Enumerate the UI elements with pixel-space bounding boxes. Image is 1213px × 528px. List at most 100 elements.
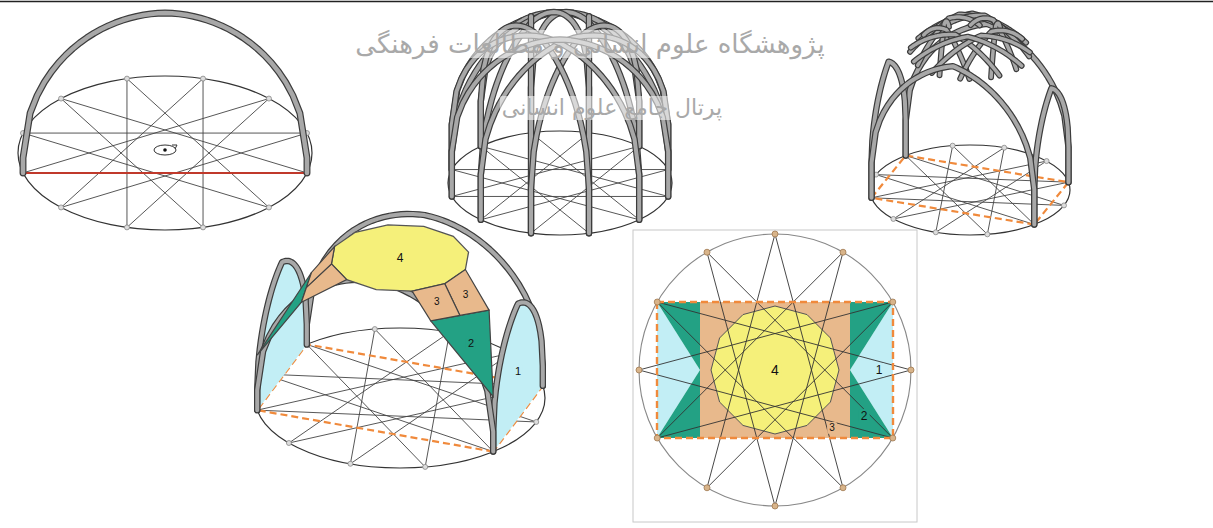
star-line bbox=[775, 252, 843, 506]
rib-outline bbox=[1034, 88, 1068, 224]
base-point bbox=[985, 232, 990, 237]
base-point bbox=[201, 76, 206, 81]
base-point bbox=[772, 231, 778, 237]
plan-frame bbox=[633, 230, 917, 522]
base-point bbox=[654, 299, 660, 305]
base-point bbox=[1044, 159, 1049, 164]
star-line bbox=[23, 133, 307, 134]
base-point bbox=[840, 249, 846, 255]
top-rule bbox=[0, 1, 1213, 3]
base-point bbox=[266, 205, 271, 210]
watermark-text: پژوهشگاه علوم انسانی و مطالعات فرهنگی bbox=[353, 30, 826, 58]
star-line bbox=[61, 99, 203, 228]
base-point bbox=[772, 503, 778, 509]
star-line bbox=[289, 332, 450, 443]
star-line bbox=[61, 99, 307, 173]
star-line bbox=[707, 252, 775, 506]
callout-number: 1 bbox=[874, 363, 885, 377]
star-line bbox=[707, 234, 775, 488]
span-line bbox=[23, 172, 307, 174]
base-point bbox=[266, 96, 271, 101]
base-point bbox=[1002, 145, 1007, 150]
base-point bbox=[636, 367, 642, 373]
square-base bbox=[657, 302, 893, 438]
base-point bbox=[59, 96, 64, 101]
squinch-zone bbox=[700, 302, 850, 438]
base-point bbox=[890, 299, 896, 305]
base-point bbox=[933, 230, 938, 235]
base-point bbox=[286, 440, 291, 445]
rib-outline bbox=[914, 37, 1022, 66]
plan-circle bbox=[639, 234, 911, 506]
watermark-text: پرتال جامع علوم انسانی bbox=[500, 96, 724, 120]
star-line bbox=[127, 99, 269, 228]
star-line bbox=[23, 99, 269, 173]
star-line bbox=[657, 370, 911, 438]
star-line bbox=[893, 182, 1068, 219]
rib-outline bbox=[452, 36, 639, 220]
rib-outline bbox=[23, 13, 307, 173]
star-line bbox=[61, 133, 307, 207]
base-point bbox=[423, 464, 428, 469]
rib bbox=[23, 13, 307, 173]
callout-number: 4 bbox=[395, 251, 406, 265]
squinch-surface bbox=[306, 247, 334, 288]
rib bbox=[914, 37, 1022, 66]
base-point bbox=[950, 143, 955, 148]
side-zone bbox=[657, 302, 700, 438]
base-point bbox=[1061, 203, 1066, 208]
dome-figure bbox=[18, 13, 312, 230]
star-line bbox=[876, 175, 1034, 225]
callout-number: 2 bbox=[859, 409, 870, 423]
star-line bbox=[657, 302, 843, 488]
star-line bbox=[203, 79, 204, 228]
star-line bbox=[987, 148, 1004, 235]
side-zone bbox=[850, 302, 893, 438]
base-point bbox=[534, 419, 539, 424]
base-ellipse bbox=[870, 145, 1070, 235]
star-line bbox=[350, 329, 374, 464]
base-point bbox=[704, 485, 710, 491]
crown-zone bbox=[711, 306, 839, 434]
star-line bbox=[707, 302, 893, 488]
base-point bbox=[890, 435, 896, 441]
star-line bbox=[452, 196, 668, 197]
base-point bbox=[891, 216, 896, 221]
star-line bbox=[425, 332, 449, 467]
callout-number: 4 bbox=[769, 362, 781, 378]
base-point bbox=[201, 225, 206, 230]
rib-outline bbox=[493, 302, 543, 451]
callout-number: 3 bbox=[461, 289, 471, 301]
star-line bbox=[657, 302, 911, 370]
star-line bbox=[126, 79, 127, 228]
base-point bbox=[704, 249, 710, 255]
side-surface bbox=[493, 302, 543, 451]
base-point bbox=[372, 327, 377, 332]
star-line bbox=[264, 374, 493, 452]
center-dot bbox=[163, 148, 167, 152]
rib bbox=[872, 66, 1035, 224]
base-point bbox=[124, 76, 129, 81]
callout-number: 3 bbox=[432, 296, 442, 308]
star-line bbox=[61, 79, 203, 208]
base-point bbox=[840, 485, 846, 491]
star-line bbox=[775, 234, 843, 488]
base-ellipse bbox=[18, 76, 312, 230]
rotation-arrow bbox=[172, 145, 177, 149]
star-line bbox=[127, 79, 269, 208]
pendentive-surface bbox=[431, 310, 493, 397]
rib bbox=[257, 261, 307, 410]
squinch-surface bbox=[412, 284, 460, 321]
rib-outline bbox=[872, 66, 1035, 224]
dome-figure bbox=[255, 214, 546, 469]
callout-number: 2 bbox=[466, 336, 476, 349]
plan-figure bbox=[633, 230, 917, 522]
base-point bbox=[348, 461, 353, 466]
rib bbox=[493, 302, 543, 451]
callout-number: 3 bbox=[827, 422, 837, 434]
dome-figure bbox=[869, 13, 1071, 236]
star-line bbox=[639, 370, 893, 438]
base-point bbox=[59, 205, 64, 210]
